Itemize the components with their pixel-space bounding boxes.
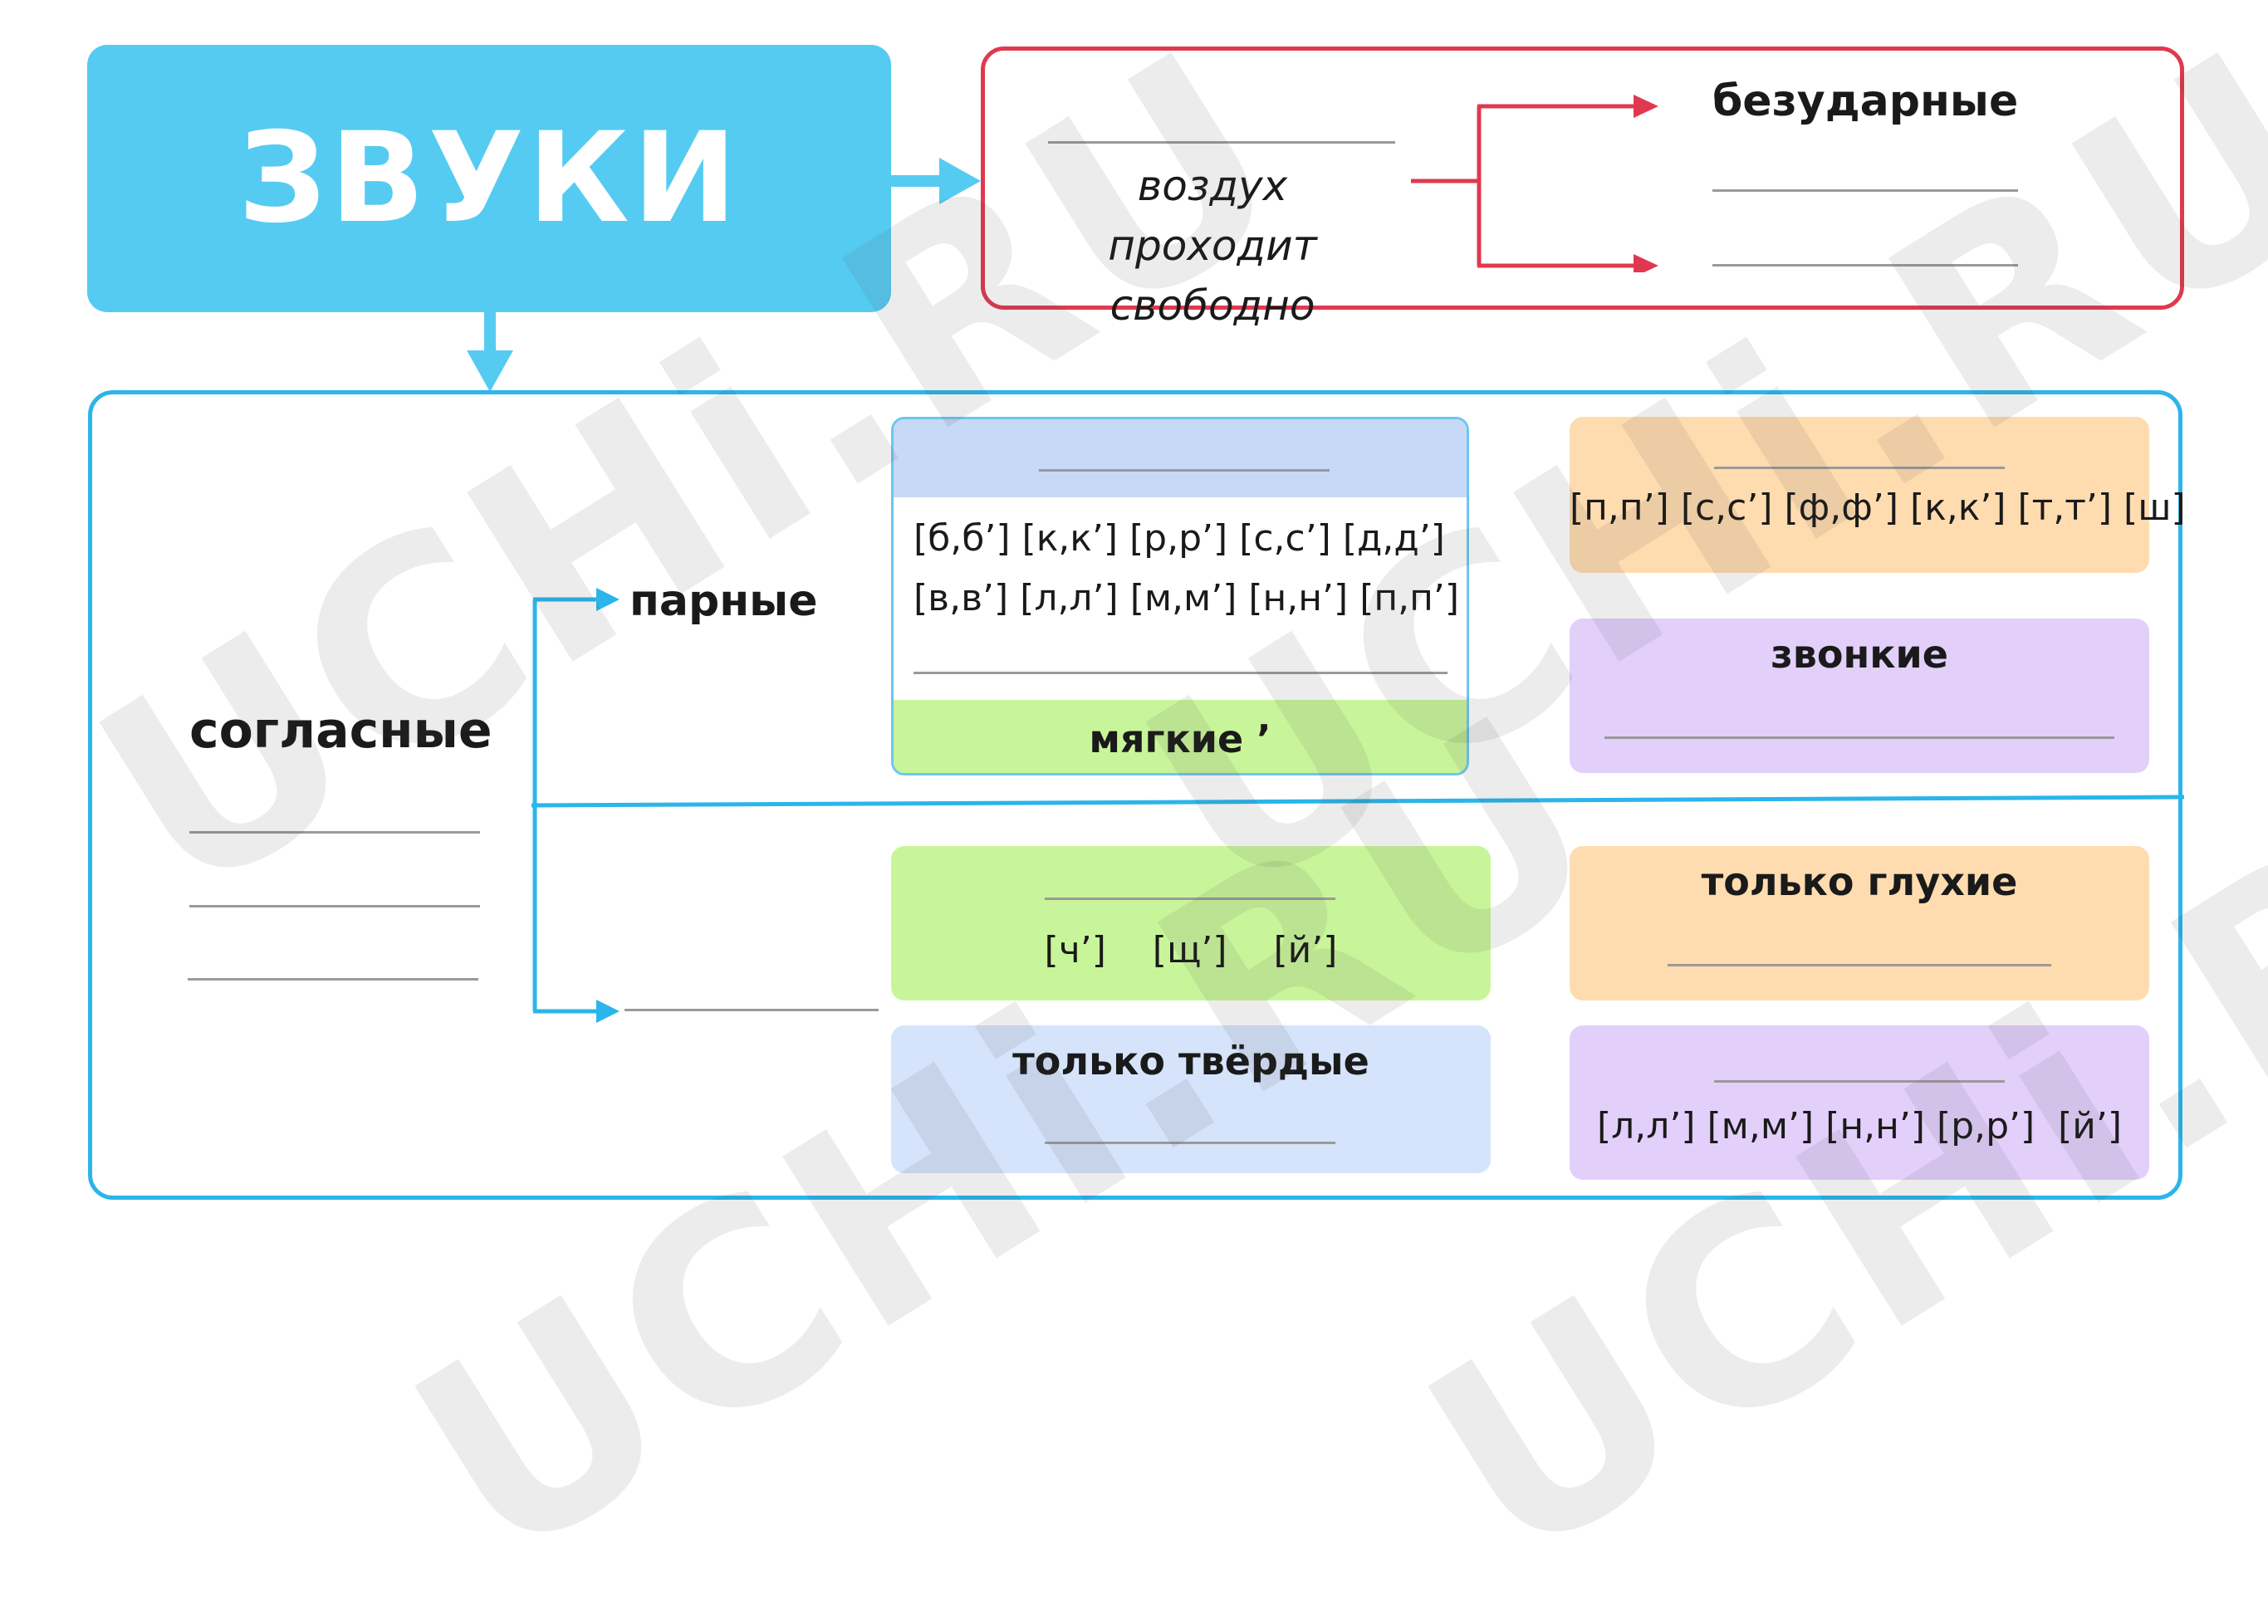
voiceless-paired-card: [п,п’] [с,с’] [ф,ф’] [к,к’] [т,т’] [ш] xyxy=(1570,417,2186,573)
only-soft-card: [ч’] [щ’] [й’] xyxy=(891,846,1491,1000)
blank-only-hard-sounds xyxy=(1045,1142,1335,1144)
blank-voiceless-label xyxy=(1714,467,2005,469)
sonorant-sounds: [л,л’] [м,м’] [н,н’] [р,р’] [й’] xyxy=(1596,1105,2123,1147)
paired-sounds-row-1: [б,б’] [к,к’] [р,р’] [с,с’] [д,д’] xyxy=(914,517,1445,560)
vowels-branch-arrows xyxy=(1408,90,1665,277)
blank-consonants-1 xyxy=(189,831,480,834)
blank-paired-sounds xyxy=(914,672,1448,674)
paired-hard-soft-card: [б,б’] [к,к’] [р,р’] [с,с’] [д,д’] [в,в’… xyxy=(891,417,1469,775)
blank-only-soft-label xyxy=(1045,898,1335,900)
blank-voiced-sounds xyxy=(1604,736,2114,739)
only-hard-card: только твёрдые xyxy=(891,1025,1491,1173)
only-voiceless-label: только глухие xyxy=(1701,859,2018,904)
sonorant-card: [л,л’] [м,м’] [н,н’] [р,р’] [й’] xyxy=(1570,1025,2149,1180)
voiced-label: звонкие xyxy=(1771,632,1948,677)
consonants-divider xyxy=(531,792,2185,809)
soft-footer: мягкие ’ xyxy=(894,700,1467,773)
blank-sonorant-label xyxy=(1714,1080,2005,1083)
only-voiceless-card: только глухие xyxy=(1570,846,2149,1000)
soft-label: мягкие ’ xyxy=(1089,717,1271,761)
blank-stressed-1 xyxy=(1712,189,2018,192)
blank-hard-label xyxy=(1039,469,1330,472)
blank-consonants-2 xyxy=(189,905,480,907)
blank-only-voiceless-sounds xyxy=(1668,964,2051,966)
only-hard-label: только твёрдые xyxy=(1012,1039,1369,1083)
vowels-unstressed-label: безударные xyxy=(1712,76,2019,126)
paired-hard-header xyxy=(894,419,1467,497)
vowels-description: воздух проходит свободно xyxy=(1108,162,1317,330)
blank-vowels-type xyxy=(1048,141,1395,144)
title-box: ЗВУКИ xyxy=(87,45,891,312)
paired-label: парные xyxy=(629,576,818,626)
title: ЗВУКИ xyxy=(238,106,741,251)
voiceless-paired-sounds: [п,п’] [с,с’] [ф,ф’] [к,к’] [т,т’] [ш] xyxy=(1570,487,2186,529)
blank-consonants-3 xyxy=(188,978,478,981)
only-soft-sounds: [ч’] [щ’] [й’] xyxy=(1044,929,1338,971)
blank-unpaired xyxy=(625,1009,879,1011)
consonants-label: согласные xyxy=(189,702,492,760)
arrow-down-to-consonants xyxy=(465,311,515,394)
blank-stressed-2 xyxy=(1712,264,2018,267)
consonants-branch-arrows xyxy=(528,581,628,1030)
arrow-right-to-vowels xyxy=(891,156,982,206)
voiced-card: звонкие xyxy=(1570,619,2149,773)
paired-sounds-row-2: [в,в’] [л,л’] [м,м’] [н,н’] [п,п’] xyxy=(914,577,1460,619)
